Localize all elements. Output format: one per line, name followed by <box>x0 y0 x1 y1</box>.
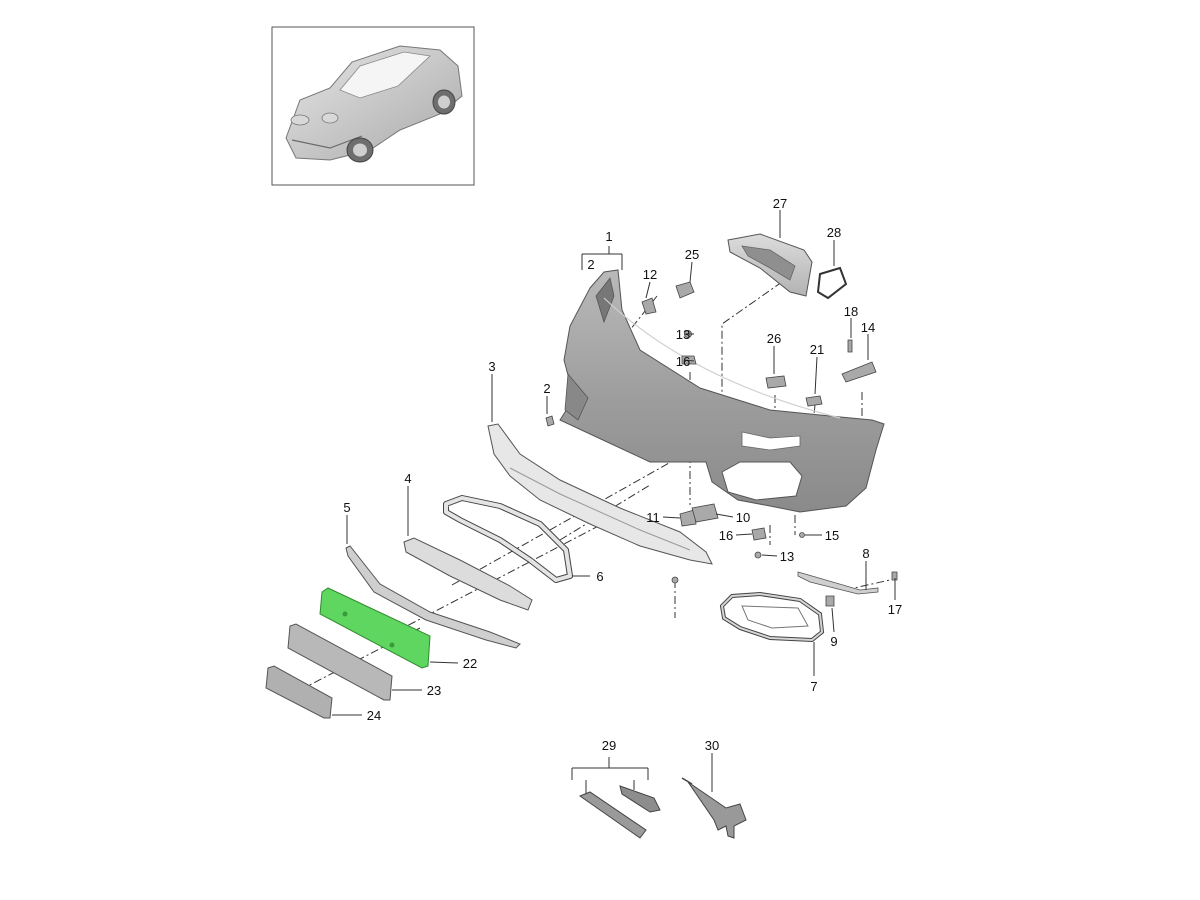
callout-part-22[interactable]: 22 <box>459 654 481 672</box>
callout-part-28[interactable]: 28 <box>823 223 845 241</box>
callout-number: 22 <box>463 656 477 671</box>
trim-strip-upper <box>403 537 533 611</box>
vehicle-thumbnail <box>271 26 475 186</box>
callout-part-13[interactable]: 13 <box>672 325 694 343</box>
callout-part-30[interactable]: 30 <box>701 736 723 754</box>
callout-part-12[interactable]: 12 <box>639 265 661 283</box>
front-bumper-cover <box>559 269 885 513</box>
callout-number: 18 <box>844 304 858 319</box>
callout-number: 3 <box>488 359 495 374</box>
callout-part-18[interactable]: 18 <box>840 302 862 320</box>
callout-part-7[interactable]: 7 <box>803 677 825 695</box>
callout-number: 16 <box>676 354 690 369</box>
callout-number: 2 <box>543 381 550 396</box>
callout-part-2[interactable]: 2 <box>536 379 558 397</box>
front-spoiler-panel <box>487 423 713 565</box>
callout-number: 7 <box>810 679 817 694</box>
callout-part-23[interactable]: 23 <box>423 681 445 699</box>
callout-number: 29 <box>602 738 616 753</box>
callout-number: 4 <box>404 471 411 486</box>
callout-part-3[interactable]: 3 <box>481 357 503 375</box>
callout-number: 14 <box>861 320 875 335</box>
callout-number: 27 <box>773 196 787 211</box>
callout-part-17[interactable]: 17 <box>884 600 906 618</box>
callout-part-24[interactable]: 24 <box>363 706 385 724</box>
callout-part-9[interactable]: 9 <box>823 632 845 650</box>
callout-part-8[interactable]: 8 <box>855 544 877 562</box>
callout-number: 28 <box>827 225 841 240</box>
callout-number: 2 <box>587 257 594 272</box>
callout-part-2[interactable]: 2 <box>580 255 602 273</box>
callout-number: 12 <box>643 267 657 282</box>
trim-strip-lower <box>345 545 521 649</box>
callout-number: 11 <box>646 510 660 525</box>
callout-part-15[interactable]: 15 <box>821 526 843 544</box>
fog-light-frame <box>719 591 825 643</box>
seal-frame <box>816 266 848 300</box>
callout-part-26[interactable]: 26 <box>763 329 785 347</box>
callout-number: 1 <box>605 229 612 244</box>
callout-number: 24 <box>367 708 381 723</box>
callout-part-21[interactable]: 21 <box>806 340 828 358</box>
callout-number: 17 <box>888 602 902 617</box>
callout-part-25[interactable]: 25 <box>681 245 703 263</box>
grille-frame <box>443 495 573 583</box>
small-fasteners <box>545 281 898 607</box>
callout-part-14[interactable]: 14 <box>857 318 879 336</box>
callout-part-6[interactable]: 6 <box>589 567 611 585</box>
callout-number: 5 <box>343 500 350 515</box>
callout-part-27[interactable]: 27 <box>769 194 791 212</box>
license-plate-holder-highlighted <box>319 587 431 669</box>
trim-bar <box>797 571 879 595</box>
callout-part-16[interactable]: 16 <box>715 526 737 544</box>
callout-part-4[interactable]: 4 <box>397 469 419 487</box>
license-plate-cover <box>265 665 333 719</box>
callout-part-16[interactable]: 16 <box>672 352 694 370</box>
adhesive-tube-and-nozzle <box>578 785 661 839</box>
callout-number: 8 <box>862 546 869 561</box>
callout-number: 26 <box>767 331 781 346</box>
callout-part-10[interactable]: 10 <box>732 508 754 526</box>
callout-number: 21 <box>810 342 824 357</box>
callout-number: 10 <box>736 510 750 525</box>
callout-part-5[interactable]: 5 <box>336 498 358 516</box>
callout-number: 9 <box>830 634 837 649</box>
callout-part-29[interactable]: 29 <box>598 736 620 754</box>
license-plate-base <box>287 623 393 701</box>
callout-number: 13 <box>676 327 690 342</box>
callout-number: 6 <box>596 569 603 584</box>
callout-number: 23 <box>427 683 441 698</box>
callout-part-13[interactable]: 13 <box>776 547 798 565</box>
bumper-bracket <box>727 233 813 297</box>
callout-number: 25 <box>685 247 699 262</box>
callout-part-1[interactable]: 1 <box>598 227 620 245</box>
callout-number: 30 <box>705 738 719 753</box>
caulking-gun <box>681 777 747 839</box>
callout-number: 15 <box>825 528 839 543</box>
callout-number: 13 <box>780 549 794 564</box>
leader-lines <box>332 210 896 794</box>
callout-number: 16 <box>719 528 733 543</box>
group-brackets <box>571 246 649 780</box>
callout-part-11[interactable]: 11 <box>642 508 664 526</box>
